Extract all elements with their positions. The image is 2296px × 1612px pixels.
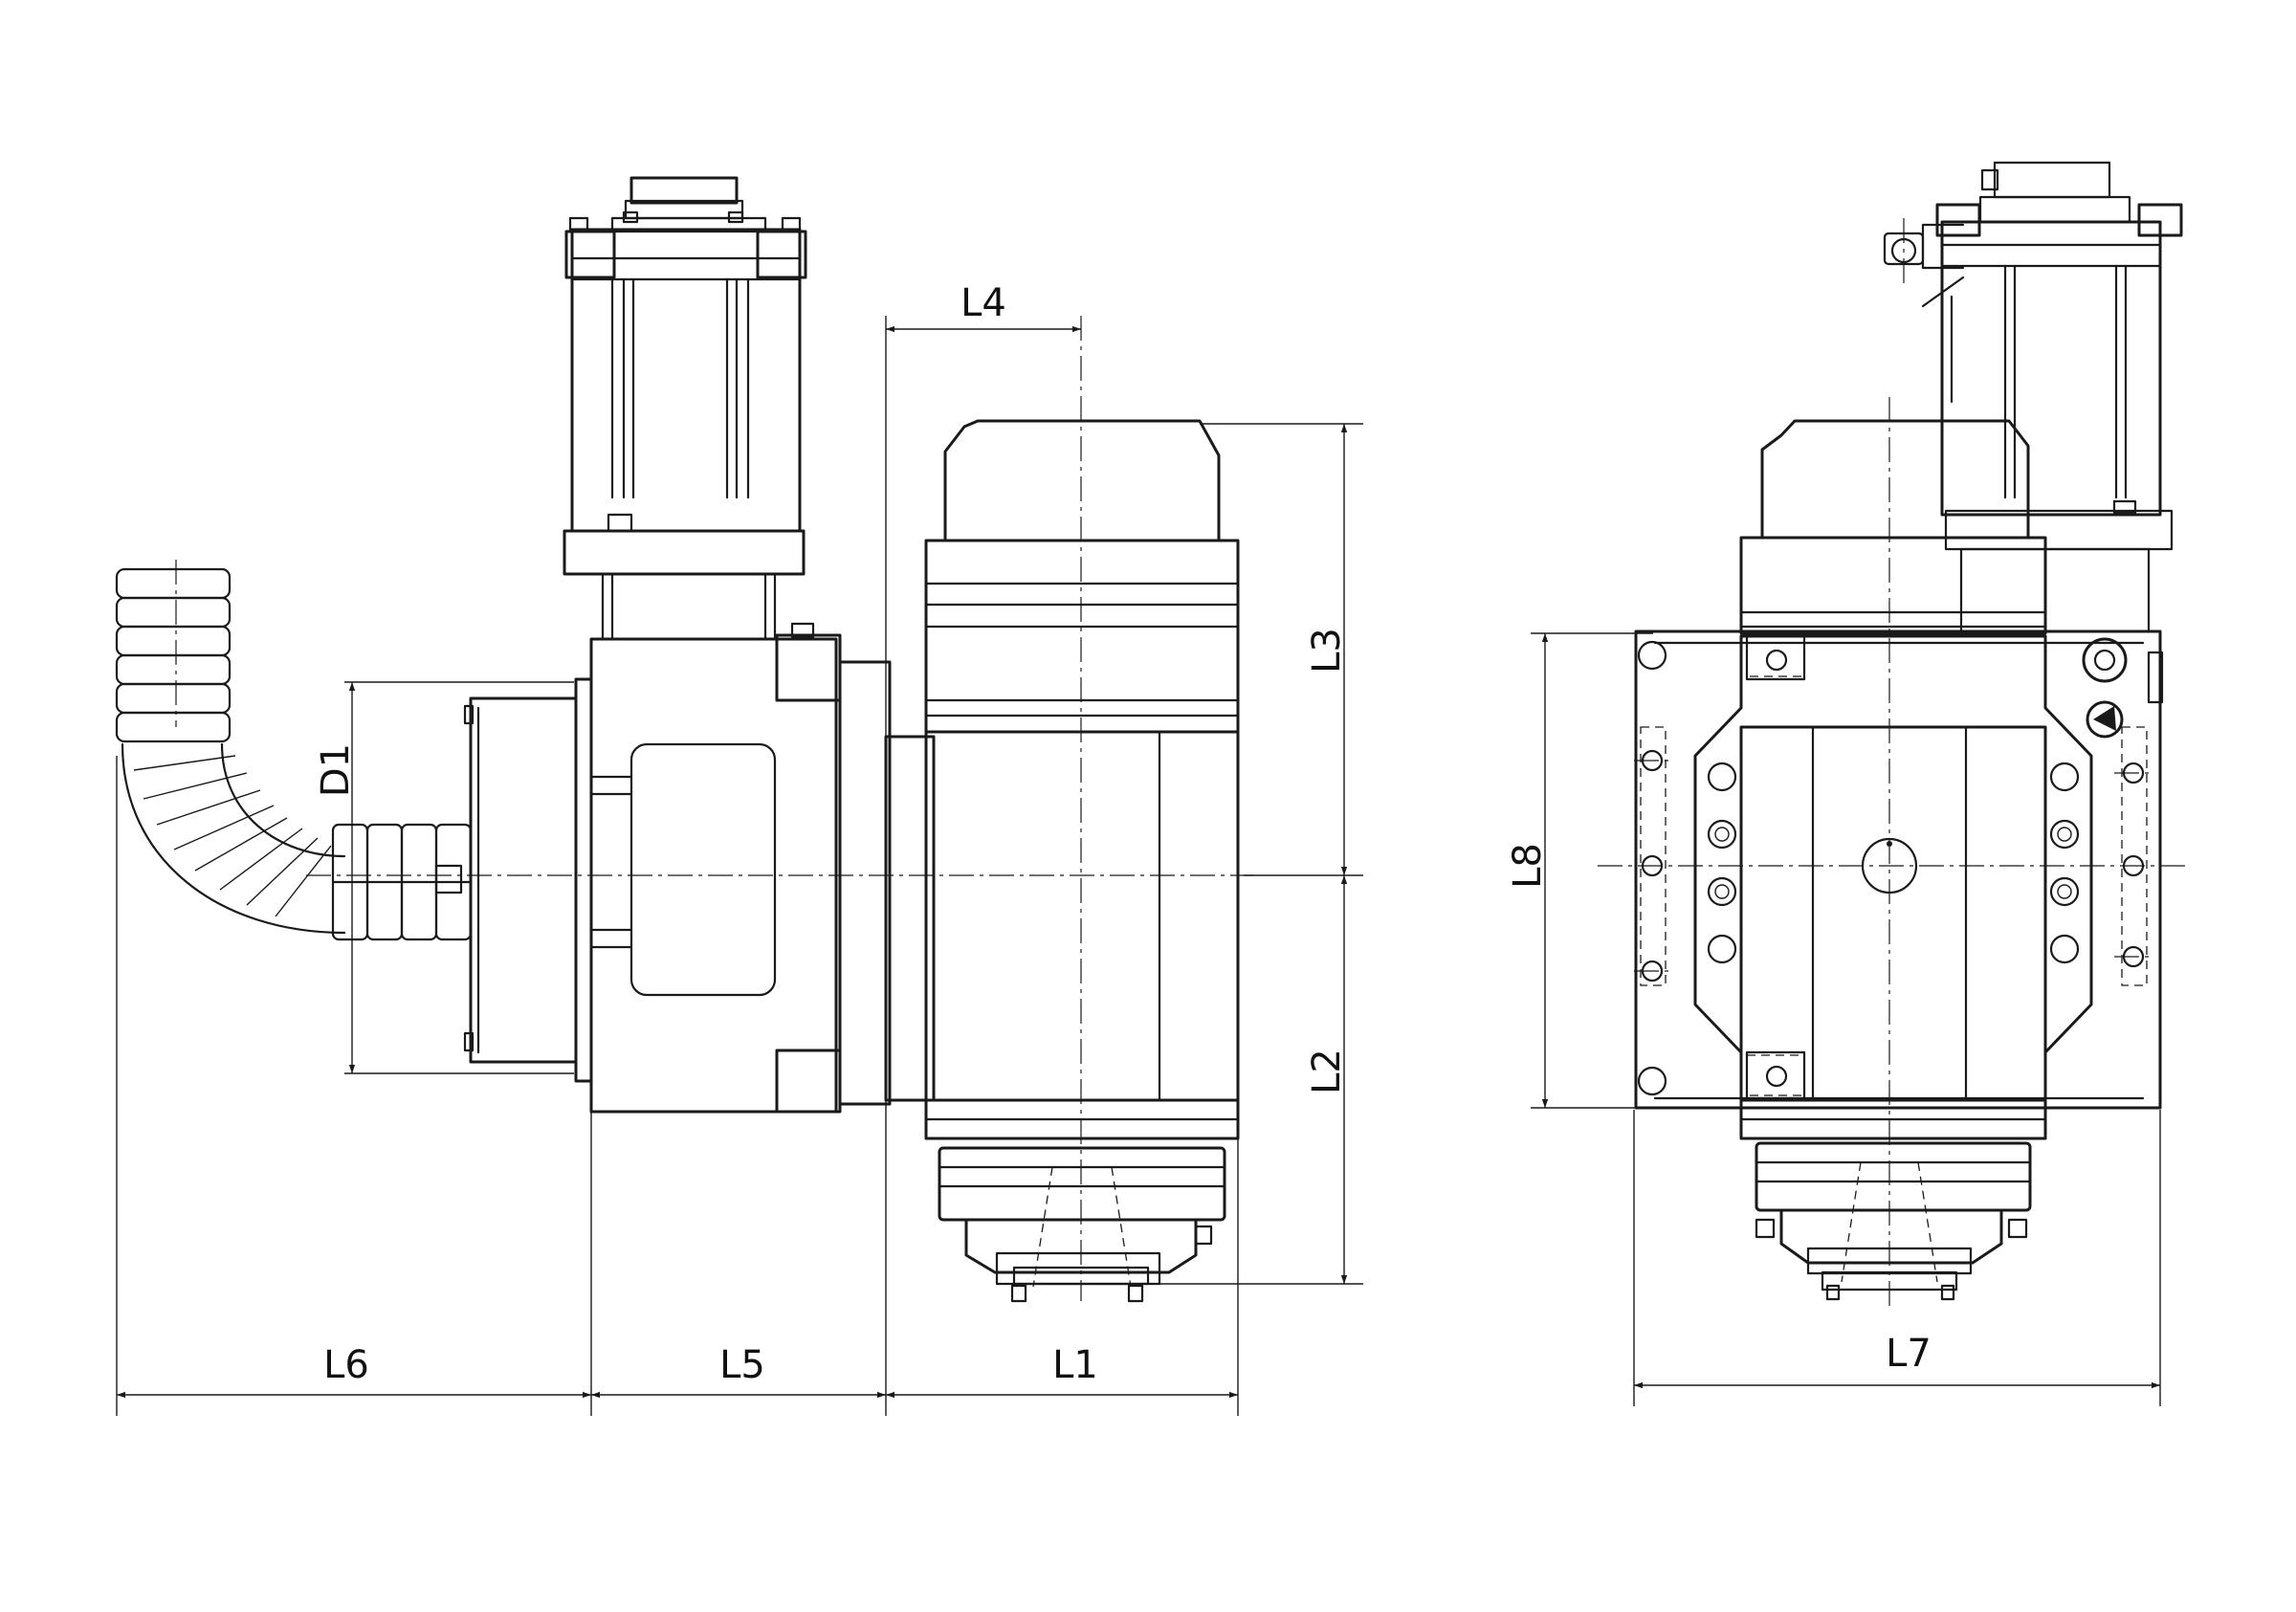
label-l6: L6	[323, 1343, 369, 1387]
label-l1: L1	[1052, 1343, 1098, 1387]
label-d1: D1	[314, 743, 358, 797]
label-l7: L7	[1886, 1332, 1932, 1376]
dimension-lines	[116, 316, 2161, 1416]
socket-head-bolts	[1707, 762, 2080, 964]
front-motor	[1883, 161, 2183, 633]
mounting-flange	[1598, 629, 2191, 1110]
front-view	[1598, 161, 2191, 1311]
gearbox-housing	[589, 622, 892, 1114]
flexible-hose	[115, 560, 473, 941]
dimension-labels: L6 L5 L1 L7 L4 L3 L2 D1 L8	[314, 281, 1932, 1387]
front-spindle	[1739, 397, 2047, 1311]
front-spindle-nose	[1739, 1100, 2047, 1301]
rotary-union-flange	[463, 677, 593, 1083]
side-view	[115, 176, 1253, 1303]
label-l4: L4	[960, 281, 1006, 325]
spindle-body	[884, 316, 1240, 1303]
label-l5: L5	[719, 1343, 765, 1387]
label-l2: L2	[1305, 1049, 1349, 1094]
drive-motor	[563, 176, 807, 641]
label-l3: L3	[1305, 628, 1349, 674]
label-l8: L8	[1506, 843, 1550, 889]
